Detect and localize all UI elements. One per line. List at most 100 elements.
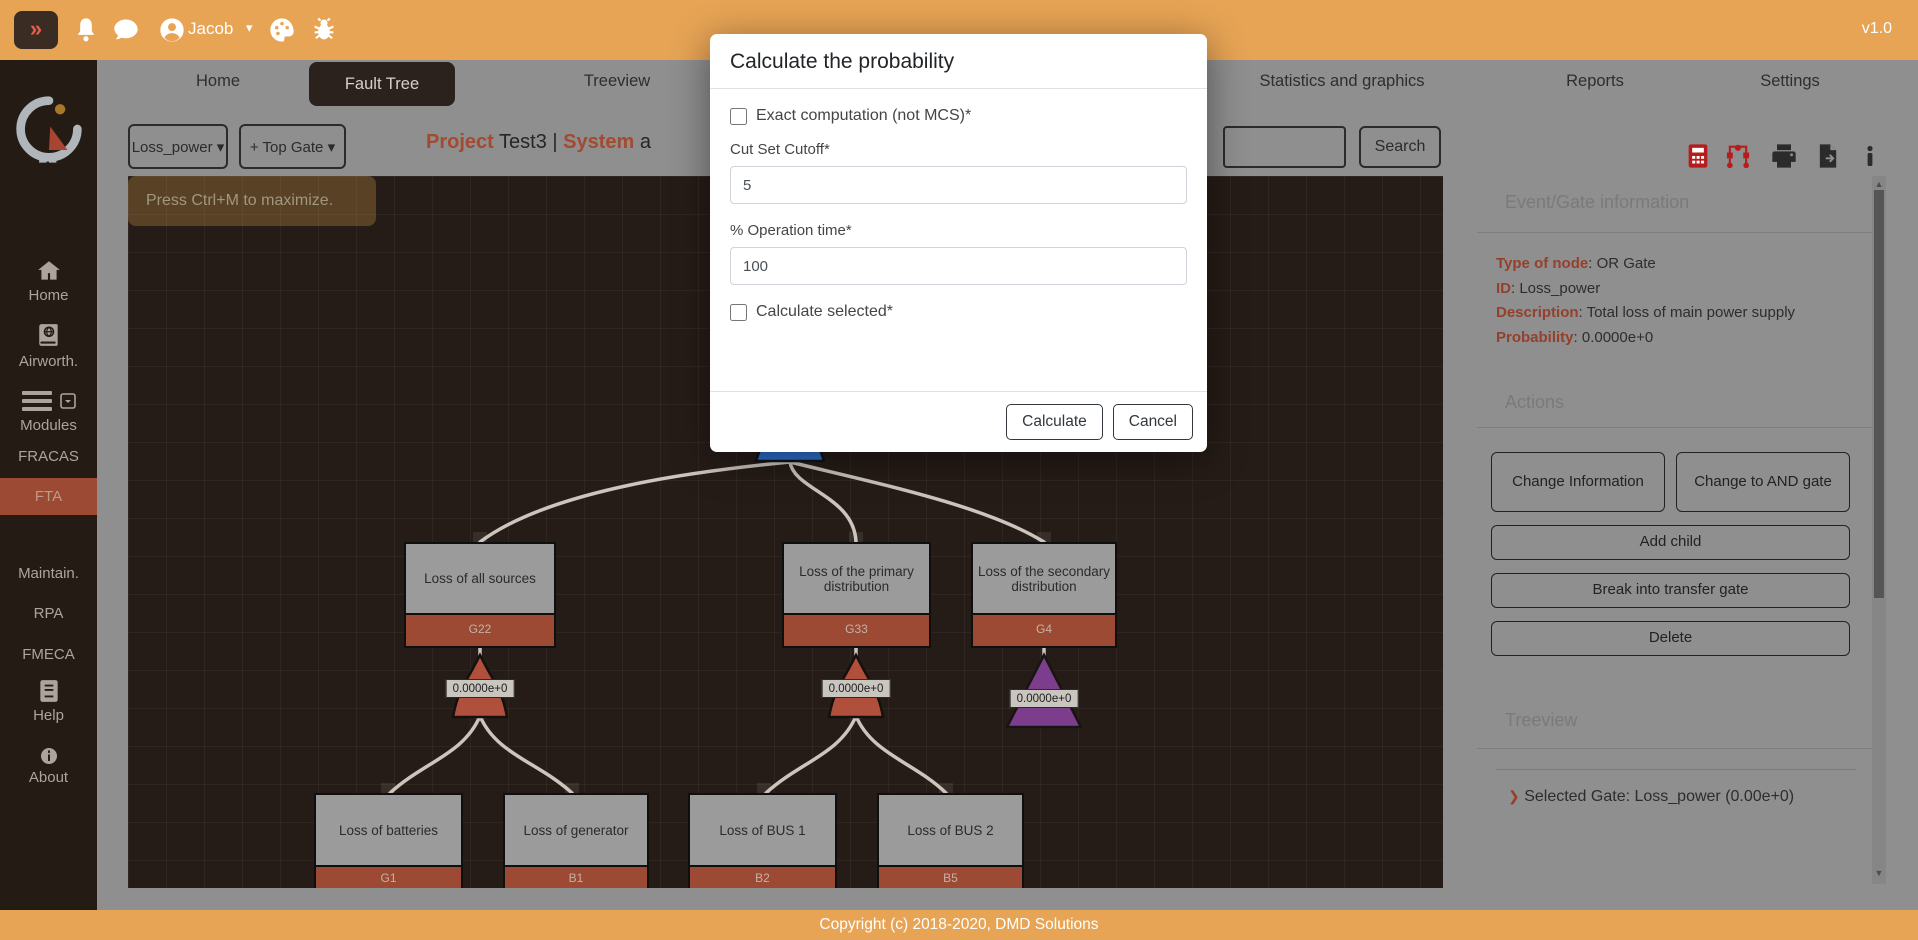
system-name: a bbox=[639, 131, 651, 153]
add-top-gate-dropdown[interactable]: + Top Gate ▾ bbox=[239, 124, 346, 169]
connector-lines bbox=[381, 454, 1051, 795]
divider bbox=[1477, 232, 1873, 233]
search-button[interactable]: Search bbox=[1359, 126, 1441, 168]
app-logo-bird-icon bbox=[16, 96, 82, 163]
modules-dropdown-icon bbox=[60, 393, 76, 409]
description-value: Total loss of main power supply bbox=[1586, 304, 1796, 321]
tab-reports[interactable]: Reports bbox=[1566, 72, 1624, 90]
sidebar-item-label: Modules bbox=[20, 417, 77, 434]
calculate-selected-checkbox[interactable] bbox=[730, 303, 747, 321]
cut-set-cutoff-label: Cut Set Cutoff* bbox=[730, 141, 830, 158]
sidebar-item-about[interactable]: About bbox=[0, 748, 97, 786]
search-input[interactable] bbox=[1223, 126, 1346, 168]
tab-fault-tree-active[interactable]: Fault Tree bbox=[309, 62, 455, 106]
add-child-button[interactable]: Add child bbox=[1491, 525, 1850, 560]
calculate-selected-label: Calculate selected* bbox=[756, 303, 893, 320]
project-label: Project bbox=[426, 131, 494, 153]
modal-header: Calculate the probability bbox=[710, 34, 1207, 89]
sidebar-item-fta-active[interactable]: FTA bbox=[0, 478, 97, 515]
sidebar-item-fracas[interactable]: FRACAS bbox=[18, 448, 79, 465]
user-menu-caret-icon[interactable]: ▾ bbox=[246, 20, 253, 35]
modal-footer: Calculate Cancel bbox=[710, 391, 1207, 452]
sidebar-item-help[interactable]: Help bbox=[0, 678, 97, 724]
project-name: Test3 bbox=[499, 131, 547, 153]
event-node-id[interactable]: B1 bbox=[503, 867, 649, 888]
gate-node-box[interactable]: Loss of the secondary distribution bbox=[971, 542, 1117, 615]
sidebar-item-label: About bbox=[28, 769, 69, 786]
panel-scrollbar-thumb[interactable] bbox=[1874, 190, 1884, 598]
id-value: Loss_power bbox=[1519, 279, 1601, 297]
delete-button[interactable]: Delete bbox=[1491, 621, 1850, 656]
event-node-id[interactable]: B5 bbox=[877, 867, 1024, 888]
sidebar-item-label: Airworth. bbox=[18, 353, 79, 370]
sidebar-item-rpa[interactable]: RPA bbox=[33, 605, 64, 622]
debug-bug-icon[interactable] bbox=[310, 16, 338, 44]
type-of-node-value: OR Gate bbox=[1596, 255, 1656, 272]
gate-node-id[interactable]: G22 bbox=[404, 615, 556, 648]
double-chevron-icon: » bbox=[29, 16, 43, 41]
calculate-button[interactable]: Calculate bbox=[1006, 404, 1103, 440]
modal-body: Exact computation (not MCS)* Cut Set Cut… bbox=[710, 89, 1207, 321]
treeview-header: Treeview bbox=[1505, 710, 1578, 730]
break-into-transfer-gate-button[interactable]: Break into transfer gate bbox=[1491, 573, 1850, 608]
divider bbox=[1477, 427, 1873, 428]
file-export-icon[interactable] bbox=[1814, 142, 1842, 170]
gate-node-id[interactable]: G33 bbox=[782, 615, 931, 648]
event-node-box[interactable]: Loss of batteries bbox=[314, 793, 463, 867]
calculator-icon[interactable] bbox=[1684, 142, 1712, 170]
treeview-item-label: Selected Gate: Loss_power (0.00e+0) bbox=[1524, 788, 1795, 805]
calculate-probability-modal: Calculate the probability Exact computat… bbox=[710, 34, 1207, 452]
print-icon[interactable] bbox=[1770, 142, 1798, 170]
gate-node-box[interactable]: Loss of all sources bbox=[404, 542, 556, 615]
event-node-box[interactable]: Loss of BUS 2 bbox=[877, 793, 1024, 867]
tab-treeview[interactable]: Treeview bbox=[583, 72, 651, 90]
gate-node-box[interactable]: Loss of the primary distribution bbox=[782, 542, 931, 615]
chat-bubble-icon[interactable] bbox=[112, 16, 140, 44]
tab-home[interactable]: Home bbox=[195, 72, 241, 90]
event-node-box[interactable]: Loss of generator bbox=[503, 793, 649, 867]
tab-statistics-and-graphics[interactable]: Statistics and graphics bbox=[1259, 72, 1425, 90]
sidebar-item-home[interactable]: Home bbox=[0, 258, 97, 304]
event-gate-info-header: Event/Gate information bbox=[1505, 192, 1690, 212]
app-version: v1.0 bbox=[1861, 20, 1892, 37]
event-node-box[interactable]: Loss of BUS 1 bbox=[688, 793, 837, 867]
sidebar-item-fmeca[interactable]: FMECA bbox=[22, 646, 75, 663]
event-gate-info-block: Type of node: OR Gate ID: Loss_power Des… bbox=[1496, 255, 1796, 346]
user-avatar-icon[interactable] bbox=[158, 16, 186, 44]
change-to-and-gate-button[interactable]: Change to AND gate bbox=[1676, 452, 1850, 512]
probability-chip: 0.0000e+0 bbox=[821, 679, 891, 698]
event-node-id[interactable]: B2 bbox=[688, 867, 837, 888]
sidebar-item-modules[interactable]: Modules bbox=[0, 390, 97, 434]
sidebar-item-airworthiness[interactable]: Airworth. bbox=[0, 322, 97, 370]
sidebar-item-label: Help bbox=[33, 707, 64, 724]
help-book-icon bbox=[40, 680, 58, 702]
description-label: Description bbox=[1496, 304, 1579, 321]
type-of-node-label: Type of node bbox=[1496, 255, 1589, 272]
footer-copyright: Copyright (c) 2018-2020, DMD Solutions bbox=[0, 910, 1918, 940]
collapse-sidebar-button[interactable]: » bbox=[14, 11, 58, 49]
theme-palette-icon[interactable] bbox=[268, 16, 296, 44]
fault-tree-sitemap-icon[interactable] bbox=[1724, 142, 1752, 170]
sidebar-item-maintain[interactable]: Maintain. bbox=[18, 565, 79, 582]
event-node-id[interactable]: G1 bbox=[314, 867, 463, 888]
scroll-down-arrow-icon[interactable]: ▼ bbox=[1874, 868, 1884, 878]
id-label: ID bbox=[1496, 279, 1511, 297]
change-information-button[interactable]: Change Information bbox=[1491, 452, 1665, 512]
notifications-bell-icon[interactable] bbox=[72, 16, 100, 44]
gate-node-id[interactable]: G4 bbox=[971, 615, 1117, 648]
treeview-selected-gate-item[interactable]: ❯ Selected Gate: Loss_power (0.00e+0) bbox=[1508, 788, 1794, 806]
probability-chip: 0.0000e+0 bbox=[445, 679, 515, 698]
tab-settings[interactable]: Settings bbox=[1760, 72, 1820, 90]
cut-set-cutoff-input[interactable] bbox=[730, 166, 1187, 204]
user-name[interactable]: Jacob bbox=[188, 19, 234, 38]
airworthiness-book-icon bbox=[39, 324, 58, 346]
scroll-up-arrow-icon[interactable]: ▲ bbox=[1874, 179, 1884, 189]
operation-time-input[interactable] bbox=[730, 247, 1187, 285]
information-icon[interactable] bbox=[1858, 142, 1882, 170]
gate-select-dropdown[interactable]: Loss_power ▾ bbox=[128, 124, 228, 169]
maximize-hint-toast: Press Ctrl+M to maximize. bbox=[128, 176, 376, 226]
cancel-button[interactable]: Cancel bbox=[1112, 404, 1193, 440]
chevron-right-icon[interactable]: ❯ bbox=[1508, 788, 1520, 804]
probability-label: Probability bbox=[1496, 328, 1574, 346]
exact-computation-checkbox[interactable] bbox=[730, 107, 747, 125]
